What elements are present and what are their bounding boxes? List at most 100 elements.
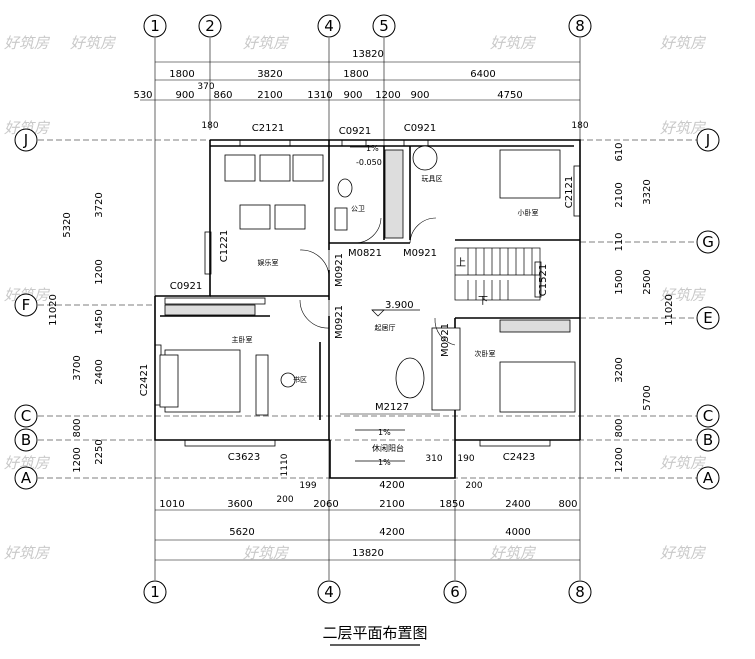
- dim-text: 11020: [48, 294, 59, 326]
- annotation-lines: [350, 146, 420, 462]
- dim-text: 2100: [257, 90, 282, 101]
- axis-label: B: [703, 431, 713, 449]
- sofa: [224, 154, 256, 182]
- door-label: M2127: [375, 402, 409, 413]
- dim-text: 190: [457, 454, 474, 464]
- axis-bubble: [317, 14, 341, 38]
- dim-text: 2250: [94, 439, 105, 464]
- watermark: 好筑房: [660, 119, 707, 137]
- window-labels: C2121 C0921 C0921 C1221 C0921 C2421 C362…: [139, 123, 575, 463]
- small-bed: [499, 149, 561, 199]
- door-label: M0921: [440, 323, 451, 357]
- dim-text: 4200: [379, 480, 404, 491]
- watermark: 好筑房: [660, 34, 707, 52]
- dim-text: 1310: [307, 90, 332, 101]
- axis-bubble: [14, 293, 38, 317]
- slope-label: 1%: [378, 458, 391, 467]
- window-label: C0921: [404, 123, 436, 134]
- axis-label: J: [705, 131, 710, 149]
- door-label: M0921: [334, 305, 345, 339]
- toilet: [337, 178, 353, 198]
- axis-bubble: [143, 580, 167, 604]
- axis-bubble: [14, 128, 38, 152]
- dim-text: 5620: [229, 527, 254, 538]
- dim-text: 1450: [94, 309, 105, 334]
- top-axis-bubbles: 1 2 4 5 8: [143, 14, 592, 38]
- dim-text: 2400: [505, 499, 530, 510]
- dim-text: 1200: [614, 447, 625, 472]
- armchair: [239, 204, 271, 230]
- misc-dimensions: 180 199 1110 4200 200 190 310 180: [201, 121, 588, 491]
- dim-text: 1800: [169, 69, 194, 80]
- room-label: 小卧室: [518, 208, 539, 217]
- axis-label: A: [703, 469, 714, 487]
- axis-label: 4: [324, 17, 334, 35]
- dim-text: 199: [299, 481, 316, 491]
- axis-label: 8: [575, 17, 585, 35]
- dim-text: 1200: [375, 90, 400, 101]
- axis-label: E: [703, 309, 712, 327]
- dim-text: 900: [410, 90, 429, 101]
- axis-bubble: [14, 404, 38, 428]
- axis-bubble: [696, 306, 720, 330]
- axis-bubble: [696, 128, 720, 152]
- watermark: 好筑房: [70, 34, 117, 52]
- axis-label: 2: [205, 17, 215, 35]
- watermark: 好筑房: [4, 544, 51, 562]
- dim-text: 860: [213, 90, 232, 101]
- dim-text: 13820: [352, 49, 384, 60]
- armchair: [274, 204, 306, 230]
- dim-text: 5700: [642, 385, 653, 410]
- door-swings: [299, 217, 456, 415]
- dim-text: 11020: [664, 294, 675, 326]
- dim-text: 13820: [352, 548, 384, 559]
- top-dimensions: 13820 1800 3820 1800 6400 530 900 370 86…: [133, 49, 522, 101]
- headboard: [159, 354, 179, 408]
- dim-text: 4000: [505, 527, 530, 538]
- dim-text: 370: [197, 82, 214, 92]
- dim-text: 3820: [257, 69, 282, 80]
- dim-text: 310: [425, 454, 442, 464]
- dim-text: 3200: [614, 357, 625, 382]
- axis-label: J: [23, 131, 28, 149]
- room-label: 主卧室: [232, 335, 253, 344]
- axis-label: 5: [379, 17, 389, 35]
- dim-text: 800: [614, 418, 625, 437]
- room-label: 休闲阳台: [372, 443, 404, 453]
- dim-text: 1200: [94, 259, 105, 284]
- door-labels: M0821 M0921 M0921 M0921 M0921 M2127: [334, 248, 451, 413]
- slope-label: 1%: [366, 144, 379, 153]
- left-axis-bubbles: J F C B A: [14, 128, 38, 490]
- watermark: 好筑房: [660, 544, 707, 562]
- dim-text: 2400: [94, 359, 105, 384]
- dim-text: 3320: [642, 179, 653, 204]
- dim-text: 530: [133, 90, 152, 101]
- room-label: 公卫: [351, 205, 365, 213]
- axis-bubble: [696, 404, 720, 428]
- dim-text: 3600: [227, 499, 252, 510]
- dim-text: 1850: [439, 499, 464, 510]
- drawing-title: 二层平面布置图: [322, 624, 427, 642]
- dim-text: 2100: [379, 499, 404, 510]
- wardrobe: [384, 149, 404, 239]
- watermark: 好筑房: [4, 119, 51, 137]
- axis-label: 4: [324, 583, 334, 601]
- bottom-dimensions: 1010 3600 200 2060 2100 1850 2400 800 56…: [159, 495, 577, 559]
- furniture: [159, 145, 576, 416]
- axis-label: B: [21, 431, 31, 449]
- window-label: C1521: [538, 264, 549, 296]
- watermark: 好筑房: [243, 544, 290, 562]
- axis-label: C: [21, 407, 31, 425]
- chair: [280, 372, 296, 388]
- axis-bubble: [696, 230, 720, 254]
- window-label: C2121: [252, 123, 284, 134]
- windows: [154, 139, 581, 447]
- room-label: 娱乐室: [258, 258, 279, 267]
- axis-bubble: [372, 14, 396, 38]
- dim-text: 800: [558, 499, 577, 510]
- dim-text: 4200: [379, 527, 404, 538]
- second-bed: [499, 361, 576, 413]
- sofa: [292, 154, 324, 182]
- watermarks: 好筑房 好筑房 好筑房 好筑房 好筑房 好筑房 好筑房 好筑房 好筑房 好筑房 …: [4, 34, 707, 562]
